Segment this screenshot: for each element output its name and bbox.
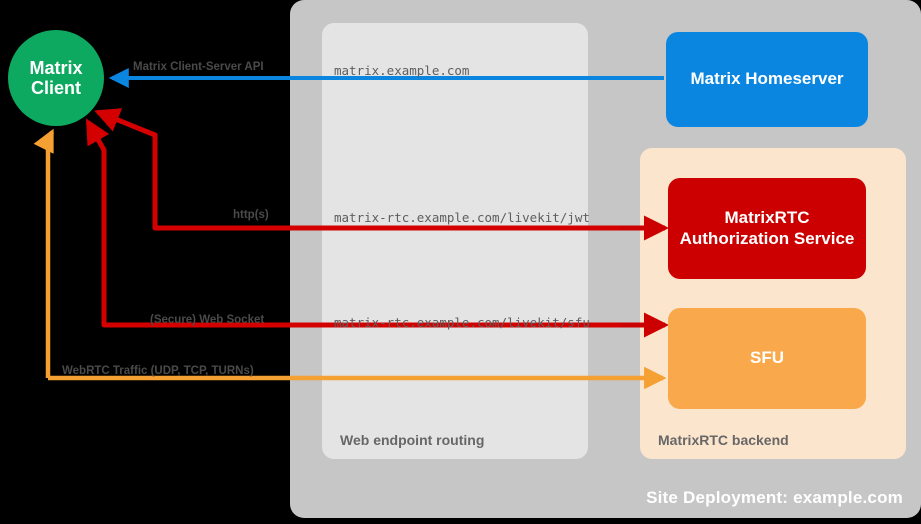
node-matrix-client-line1: Matrix [29, 57, 83, 78]
endpoint-url-livekit-sfu: matrix-rtc.example.com/livekit/sfu [334, 315, 590, 330]
edge-label-websocket: (Secure) Web Socket [150, 314, 265, 326]
node-matrix-client[interactable]: Matrix Client [8, 30, 104, 126]
web-endpoint-routing-panel: Web endpoint routing [322, 23, 588, 459]
matrixrtc-backend-label: MatrixRTC backend [658, 432, 789, 448]
site-deployment-label: Site Deployment: example.com [646, 488, 903, 507]
node-matrix-client-line2: Client [30, 78, 81, 98]
endpoint-url-livekit-jwt: matrix-rtc.example.com/livekit/jwt [334, 210, 590, 225]
node-matrixrtc-authorization-service[interactable]: MatrixRTC Authorization Service [668, 178, 866, 279]
node-sfu[interactable]: SFU [668, 308, 866, 409]
endpoint-url-matrix: matrix.example.com [334, 63, 470, 78]
edge-webrtc-to-client [33, 128, 55, 378]
edge-label-https: http(s) [233, 209, 269, 221]
edge-label-client-server-api: Matrix Client-Server API [133, 61, 264, 73]
node-matrix-homeserver[interactable]: Matrix Homeserver [666, 32, 868, 127]
edge-label-webrtc: WebRTC Traffic (UDP, TCP, TURNs) [62, 365, 254, 377]
web-endpoint-routing-label: Web endpoint routing [340, 432, 485, 448]
